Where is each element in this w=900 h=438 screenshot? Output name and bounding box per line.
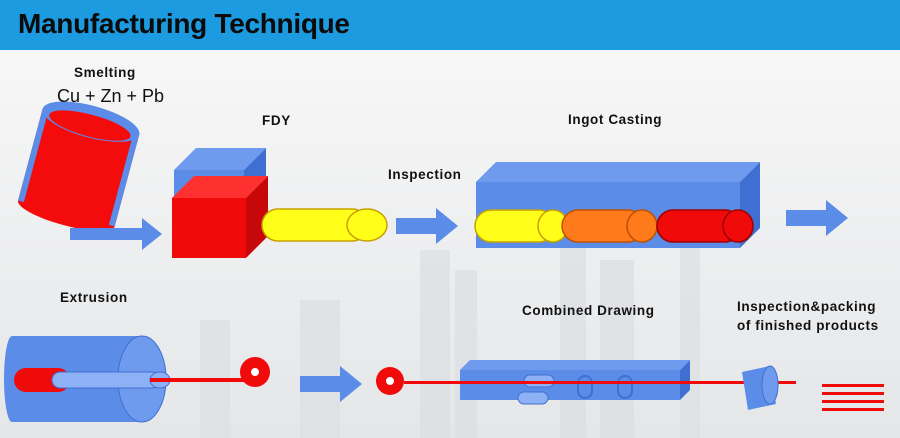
ingot-rod-yellow <box>474 209 569 243</box>
fdy-rod <box>261 208 388 242</box>
arrow-smelting-to-fdy <box>70 218 162 250</box>
inspection-packing-label-line1: Inspection&packing <box>737 299 877 314</box>
combined-drawing-machine <box>460 360 690 405</box>
fdy-label: FDY <box>262 113 291 128</box>
smelting-formula: Cu + Zn + Pb <box>57 86 165 106</box>
packing-die <box>742 365 779 410</box>
arrow-extrusion-to-drawing <box>300 366 362 402</box>
extrusion-coil <box>240 357 270 387</box>
combined-drawing-label: Combined Drawing <box>522 303 655 318</box>
page-title: Manufacturing Technique <box>18 8 350 39</box>
smelting-crucible <box>17 101 140 231</box>
ingot-rod-orange <box>561 209 658 243</box>
inspection-packing-label-line2: of finished products <box>737 318 879 333</box>
arrow-fdy-to-ingot <box>396 208 458 244</box>
extrusion-label: Extrusion <box>60 290 128 305</box>
fdy-furnace <box>172 148 268 258</box>
arrow-ingot-next <box>786 200 848 236</box>
extrusion-press <box>4 335 248 423</box>
smelting-label: Smelting <box>74 65 136 80</box>
drawing-wire <box>404 381 796 384</box>
ingot-casting-label: Ingot Casting <box>568 112 663 127</box>
ingot-rod-red <box>656 209 754 243</box>
drawing-coil <box>376 367 404 395</box>
header-bar: Manufacturing Technique <box>0 0 900 50</box>
finished-products-stack <box>822 384 884 411</box>
inspection-label: Inspection <box>388 167 462 182</box>
